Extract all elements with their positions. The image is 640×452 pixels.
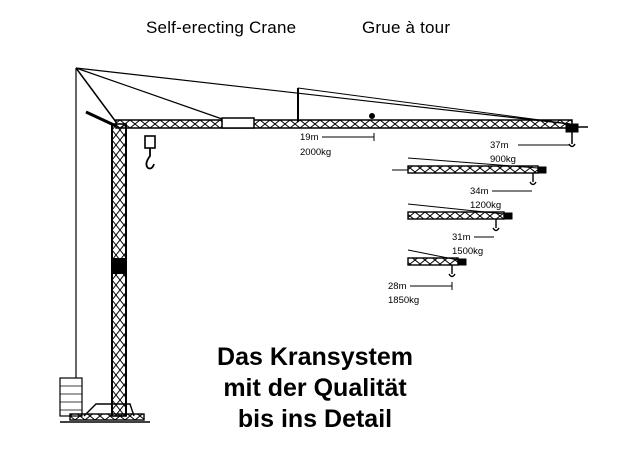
peak-strut	[75, 67, 117, 123]
slogan-line-2: mit der Qualität	[223, 374, 407, 402]
spec-28m: 28m 1850kg	[388, 281, 453, 306]
crane-base	[59, 377, 150, 423]
spec-load: 2000kg	[300, 147, 331, 158]
jib-end-hook	[568, 132, 576, 148]
jib	[115, 113, 588, 133]
counter-strut	[85, 110, 117, 128]
spec-reach: 34m	[470, 186, 489, 197]
config-jib-31m	[407, 203, 513, 232]
spec-load: 1850kg	[388, 295, 419, 306]
title-english: Self-erecting Crane	[146, 18, 297, 37]
spec-reach: 31m	[452, 232, 471, 243]
main-crane	[59, 67, 588, 423]
slogan-line-1: Das Kransystem	[217, 343, 413, 371]
config-jib-34m	[407, 157, 547, 186]
pendant-rope-outer	[75, 67, 571, 125]
spec-31m: 31m 1500kg	[452, 232, 494, 257]
slogan: Das Kransystem mit der Qualität bis ins …	[150, 342, 480, 435]
pendant-rope-inner	[75, 67, 226, 121]
spec-reach: 28m	[388, 281, 407, 292]
tower-mast	[111, 123, 127, 417]
spec-reach: 37m	[490, 140, 509, 151]
slogan-line-3: bis ins Detail	[237, 405, 393, 433]
spec-19m: 19m 2000kg	[300, 132, 375, 158]
spec-34m: 34m 1200kg	[470, 186, 532, 211]
spec-reach: 19m	[300, 132, 319, 143]
spec-load: 900kg	[490, 154, 516, 165]
spec-load: 1500kg	[452, 246, 483, 257]
spec-load: 1200kg	[470, 200, 501, 211]
spec-37m: 37m 900kg	[490, 140, 570, 165]
config-jib-28m	[407, 249, 467, 278]
title-french: Grue à tour	[362, 18, 451, 37]
main-hook	[144, 135, 156, 170]
